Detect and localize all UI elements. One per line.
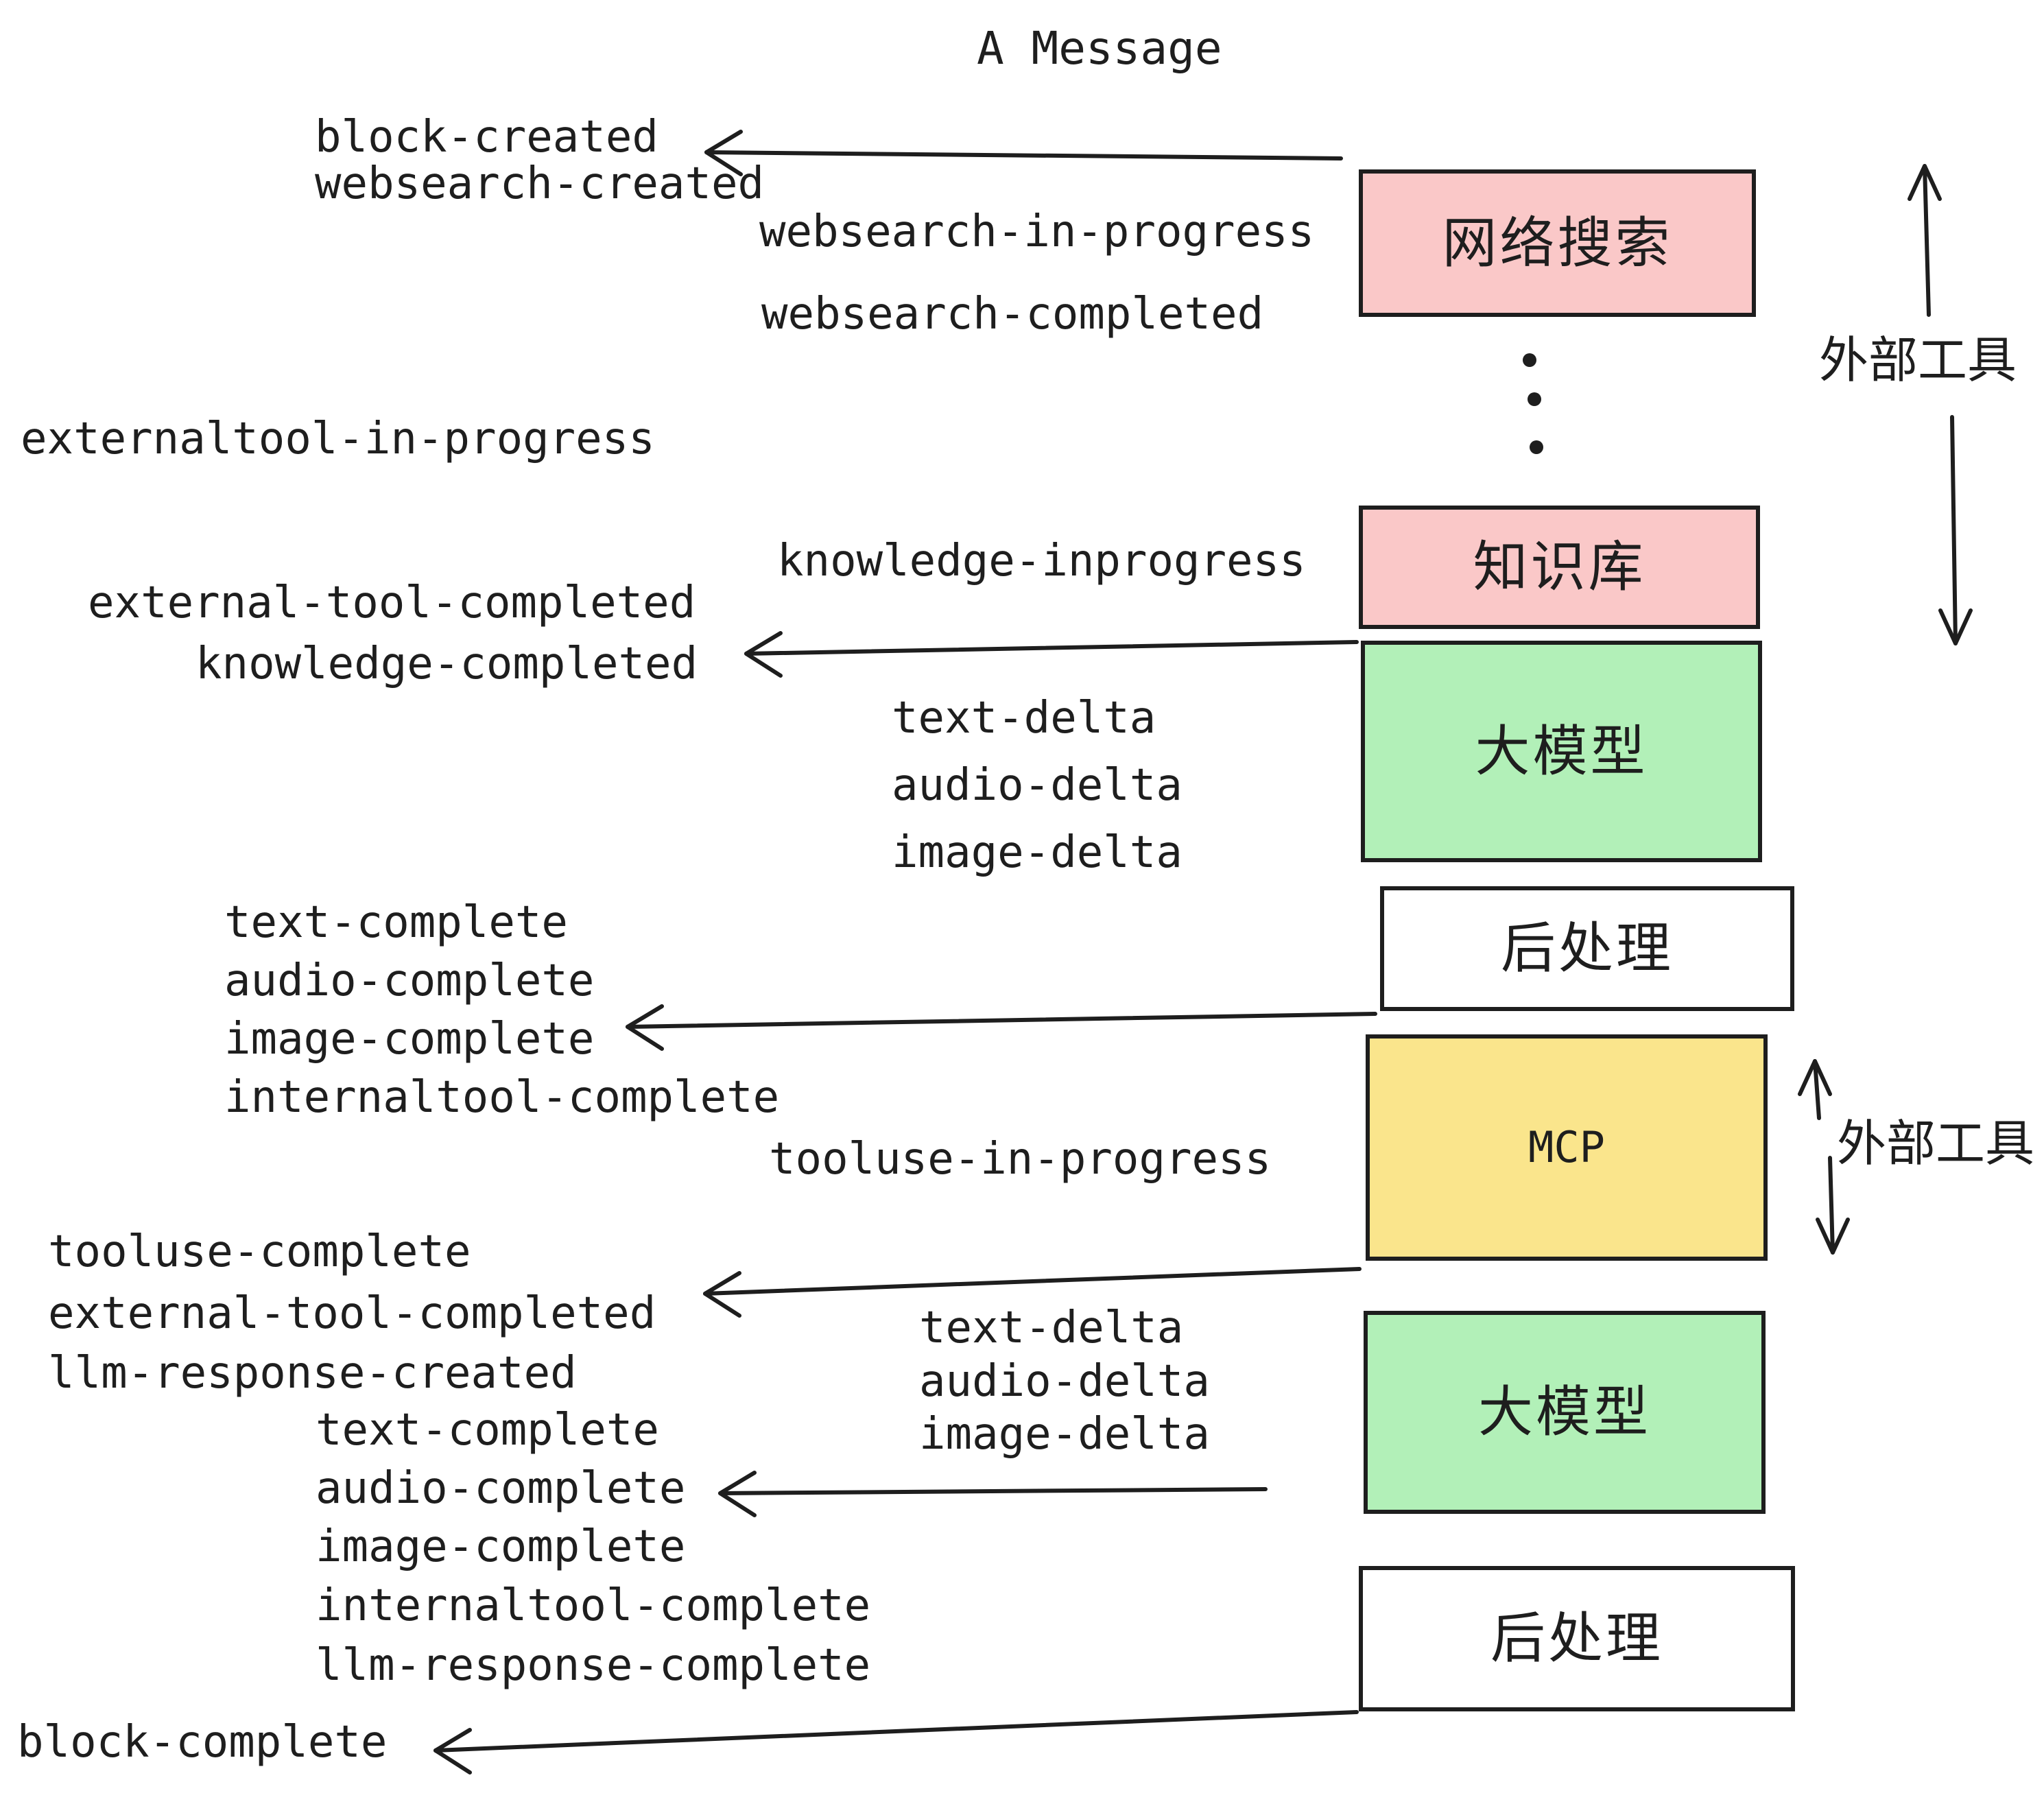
event-text-complete-1: text-complete — [224, 897, 568, 948]
external-tools-down-arrow-1 — [1938, 415, 1973, 645]
event-block-created: block-created — [315, 112, 658, 163]
event-externaltool-in-progress: externaltool-in-progress — [21, 414, 655, 464]
event-websearch-in-progress: websearch-in-progress — [759, 206, 1315, 257]
event-external-tool-completed-2: external-tool-completed — [48, 1288, 656, 1339]
event-image-complete-1: image-complete — [224, 1014, 595, 1065]
external-tools-up-arrow-1 — [1908, 164, 1942, 317]
box-mcp-label: MCP — [1528, 1122, 1605, 1172]
event-tooluse-in-progress: tooluse-in-progress — [769, 1134, 1272, 1185]
event-audio-delta-1: audio-delta — [892, 760, 1183, 811]
event-audio-delta-2: audio-delta — [919, 1356, 1210, 1407]
arrow-to-block-created — [704, 130, 1343, 176]
event-llm-response-complete: llm-response-complete — [316, 1640, 871, 1691]
event-text-complete-2: text-complete — [316, 1405, 659, 1456]
ellipsis-dots — [1523, 353, 1543, 454]
box-llm-1: 大模型 — [1361, 641, 1762, 862]
box-websearch-label: 网络搜索 — [1442, 211, 1673, 275]
external-tools-up-arrow-2 — [1798, 1059, 1832, 1120]
external-tools-label-1: 外部工具 — [1819, 331, 2017, 389]
event-knowledge-completed: knowledge-completed — [195, 639, 698, 689]
event-websearch-completed: websearch-completed — [761, 289, 1264, 340]
box-mcp: MCP — [1366, 1034, 1768, 1261]
arrow-to-image-complete — [626, 1004, 1377, 1051]
event-block-complete: block-complete — [17, 1717, 388, 1768]
box-knowledge-label: 知识库 — [1473, 535, 1646, 599]
event-external-tool-completed: external-tool-completed — [88, 578, 696, 628]
event-image-complete-2: image-complete — [316, 1521, 686, 1572]
box-postprocess-1: 后处理 — [1380, 886, 1794, 1011]
event-text-delta-2: text-delta — [919, 1303, 1184, 1353]
event-audio-complete-2: audio-complete — [316, 1463, 686, 1514]
box-llm-2-label: 大模型 — [1478, 1380, 1651, 1444]
box-postprocess-1-label: 后处理 — [1501, 916, 1674, 980]
arrow-to-audio-complete — [718, 1471, 1268, 1517]
event-image-delta-2: image-delta — [919, 1409, 1210, 1460]
event-knowledge-inprogress: knowledge-inprogress — [777, 536, 1306, 586]
box-postprocess-2-label: 后处理 — [1490, 1606, 1663, 1670]
external-tools-label-2: 外部工具 — [1837, 1115, 2035, 1172]
arrow-to-block-complete — [433, 1710, 1359, 1775]
event-image-delta-1: image-delta — [892, 827, 1183, 878]
event-internaltool-complete-2: internaltool-complete — [316, 1580, 871, 1631]
box-websearch: 网络搜索 — [1359, 169, 1756, 317]
arrow-to-knowledge-completed — [744, 631, 1359, 678]
diagram-title: A Message — [977, 22, 1222, 75]
box-llm-2: 大模型 — [1364, 1311, 1766, 1514]
box-knowledge: 知识库 — [1359, 506, 1760, 629]
event-websearch-created: websearch-created — [315, 158, 765, 209]
event-internaltool-complete-1: internaltool-complete — [224, 1072, 780, 1123]
box-postprocess-2: 后处理 — [1359, 1566, 1795, 1711]
event-tooluse-complete: tooluse-complete — [48, 1226, 471, 1277]
event-audio-complete-1: audio-complete — [224, 956, 595, 1006]
event-llm-response-created: llm-response-created — [48, 1348, 577, 1399]
box-llm-1-label: 大模型 — [1475, 719, 1648, 783]
event-text-delta-1: text-delta — [892, 693, 1156, 744]
